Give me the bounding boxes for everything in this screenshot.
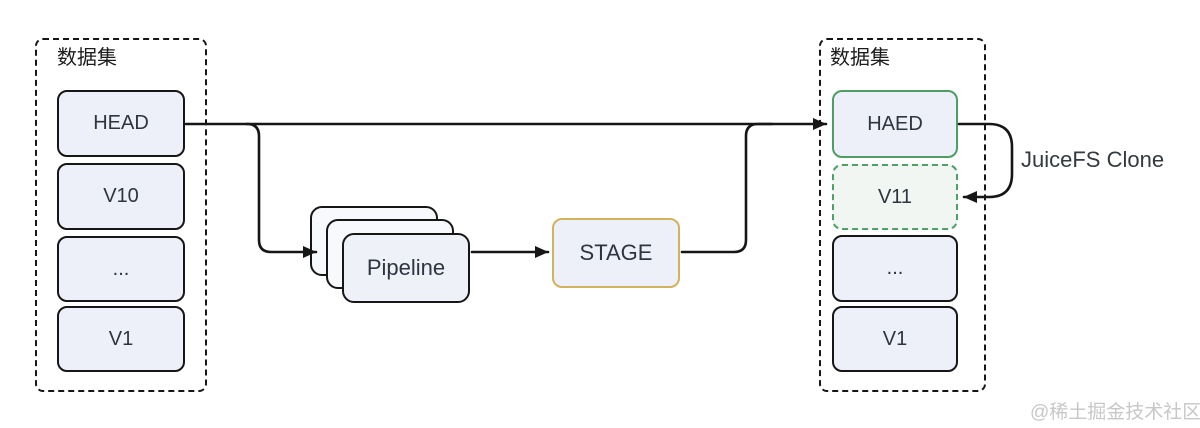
arrow-branch-to-pipeline: [245, 122, 318, 258]
cloned-dataset-label: 数据集: [830, 47, 890, 69]
source-dataset-label: 数据集: [57, 47, 117, 69]
source-version-v10: V10: [57, 163, 185, 230]
juicefs-clone-label: JuiceFS Clone: [1021, 147, 1165, 172]
source-version-ellipsis: ...: [57, 236, 185, 302]
cloned-version-v1: V1: [832, 306, 958, 372]
arrow-stage-to-main: [680, 122, 774, 254]
source-dataset-container: [35, 38, 207, 392]
source-version-v1: V1: [57, 306, 185, 372]
cloned-version-ellipsis: ...: [832, 235, 958, 302]
watermark-text: @稀土掘金技术社区: [1030, 402, 1200, 423]
source-version-head: HEAD: [57, 90, 185, 157]
cloned-dataset-container: [819, 38, 986, 392]
pipeline-card-front: Pipeline: [342, 233, 470, 303]
cloned-version-haed: HAED: [832, 90, 958, 158]
stage-box: STAGE: [552, 218, 680, 288]
cloned-version-v11: V11: [832, 164, 958, 230]
